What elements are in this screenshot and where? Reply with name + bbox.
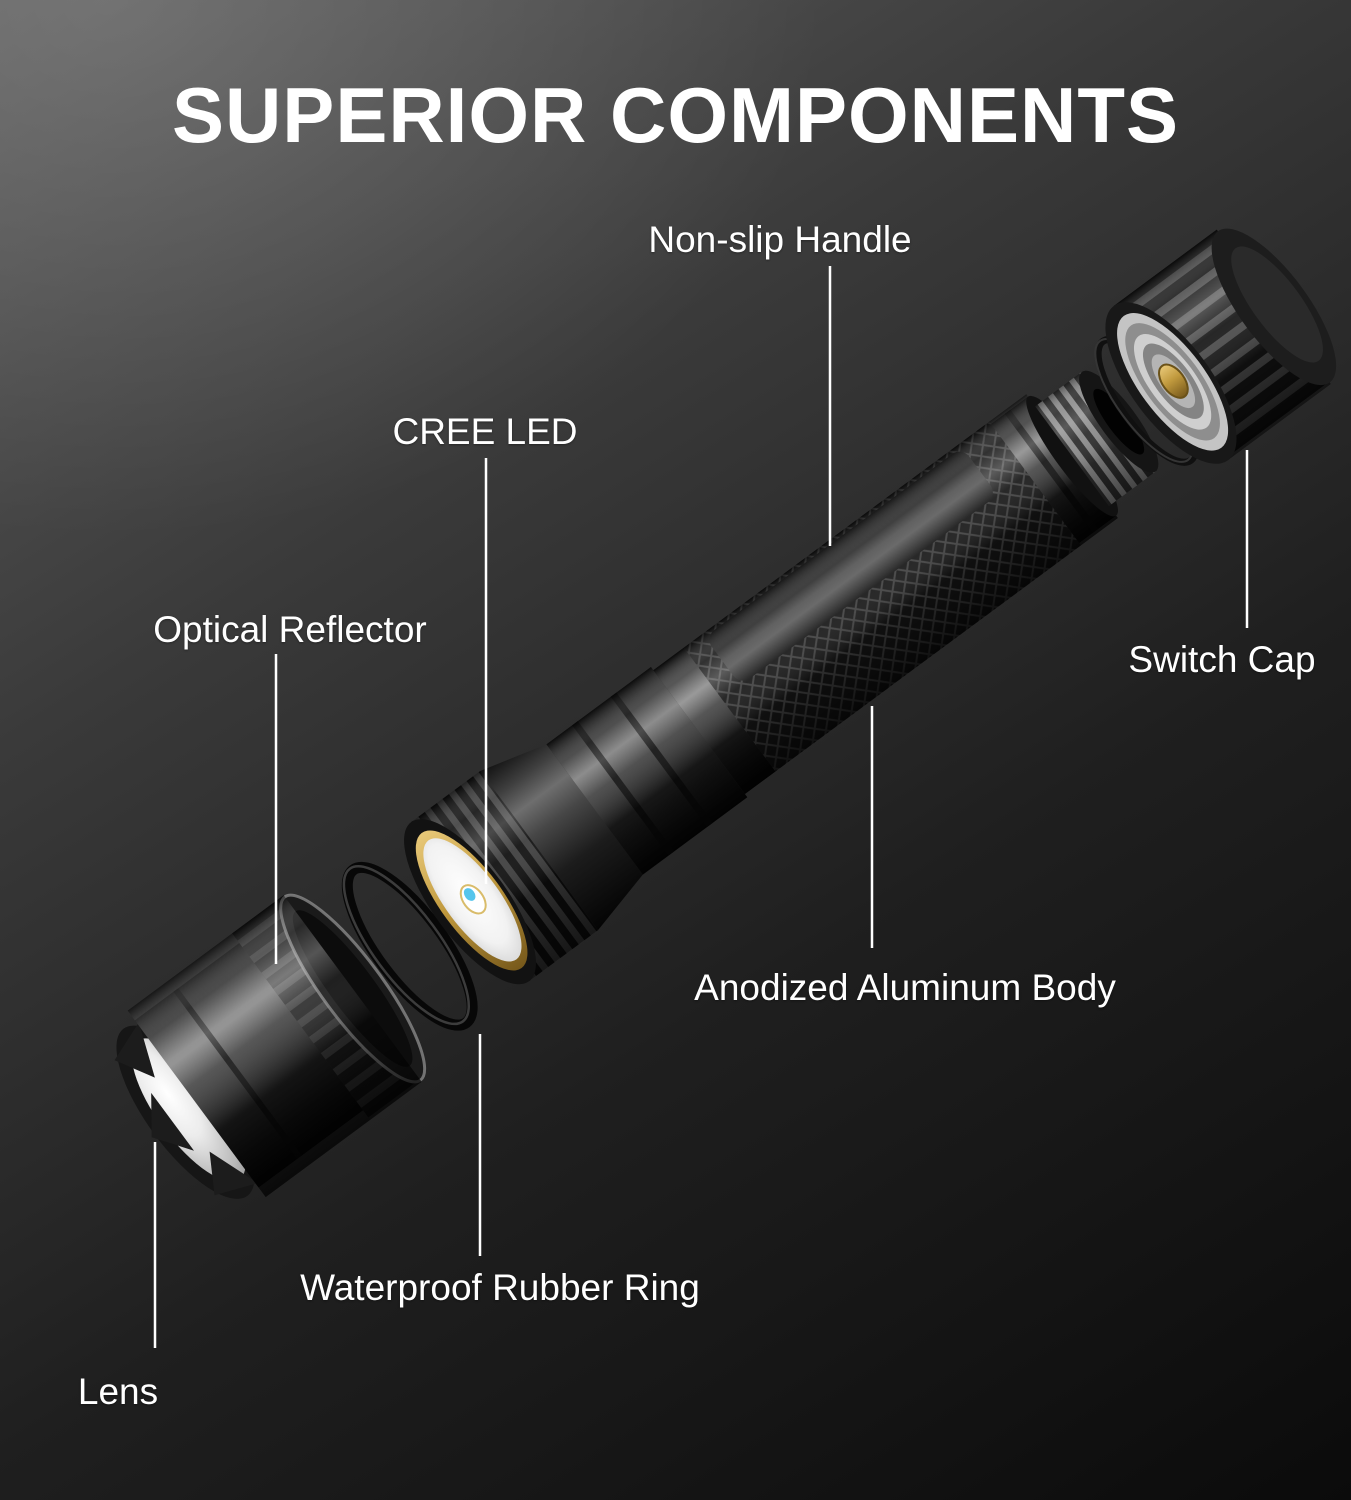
callout-non-slip-handle: Non-slip Handle [648,219,912,260]
callout-lens: Lens [77,1371,159,1412]
tail-threads-part [1035,370,1159,506]
leader-lines [153,266,1249,1348]
callout-optical-reflector: Optical Reflector [153,609,427,650]
callout-anodized-aluminum-body: Anodized Aluminum Body [694,967,1116,1008]
lens-glass [131,1038,246,1182]
lens-bezel-part [114,893,427,1199]
waterproof-rubber-ring-part [341,861,478,1031]
callout-waterproof-rubber-ring: Waterproof Rubber Ring [300,1267,700,1308]
page-title: SUPERIOR COMPONENTS [171,71,1180,159]
callout-cree-led: CREE LED [392,411,578,452]
led-die [463,888,476,901]
flashlight-exploded-view [114,228,1337,1199]
callout-switch-cap: Switch Cap [1128,639,1316,680]
switch-contact-button [1158,363,1189,399]
head-reflector-part [404,667,748,985]
switch-cap-part [1105,228,1337,464]
aluminum-body-part [653,394,1118,795]
